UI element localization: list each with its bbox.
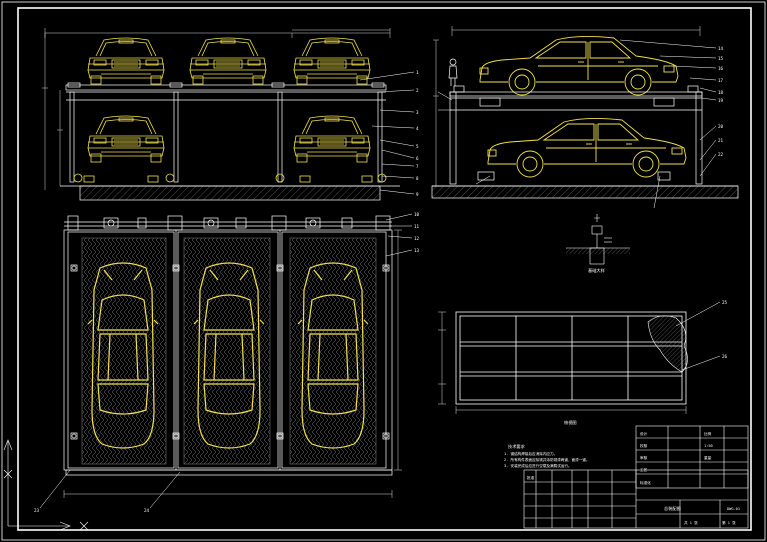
title-block: 设计 校核 审核 工艺 标准化 批准 比例 1:50 重量 共 1 张 第 1 …	[523, 425, 749, 529]
leader-label: 26	[722, 354, 728, 359]
leader-label: 21	[718, 138, 724, 143]
detail-caption: 基础大样	[588, 267, 605, 274]
leader-label: 8	[416, 176, 419, 181]
leader-label: 5	[416, 144, 419, 149]
leader-label: 2	[416, 88, 419, 93]
leader-label: 1	[416, 70, 419, 75]
notes-heading: 技术要求	[508, 443, 526, 450]
leader-label: 4	[416, 126, 419, 131]
axis-symbol-icon	[3, 439, 89, 531]
front-elevation-view: 1 2 3 4 5 6 7 8 9	[42, 28, 419, 201]
title-cell: 共 1 张	[684, 520, 698, 525]
leader-label: 3	[416, 110, 419, 115]
notes-line: 2. 所有构件表面应除锈并涂防锈漆两道，面漆一道。	[504, 457, 590, 462]
base-grid-plan: 25 26 俯视图	[438, 300, 728, 426]
leader-label: 6	[416, 156, 419, 161]
leader-label: 23	[34, 508, 40, 513]
drawing-title: 总装配图	[664, 505, 681, 512]
leader-label: 19	[718, 98, 724, 103]
title-cell: 工艺	[640, 467, 648, 472]
leader-label: 16	[718, 66, 724, 71]
plan-view: 10 11 12 13 23 24	[3, 212, 420, 531]
leader-label: 25	[722, 300, 728, 305]
leader-label: 18	[718, 90, 724, 95]
grid-caption: 俯视图	[564, 419, 577, 426]
leader-label: 17	[718, 78, 724, 83]
title-cell: 审核	[640, 455, 648, 460]
leader-label: 15	[718, 56, 724, 61]
title-cell: 批准	[527, 475, 535, 480]
leader-label: 11	[414, 224, 420, 229]
leader-label: 9	[416, 192, 419, 197]
foundation-detail: 基础大样	[566, 214, 630, 274]
inner-frame	[17, 7, 752, 531]
leader-label: 22	[718, 152, 724, 157]
title-cell: 校核	[640, 443, 648, 448]
leader-label: 13	[414, 248, 420, 253]
notes-line: 1. 钢结构焊接后应消除内应力。	[504, 451, 557, 456]
title-cell: 标准化	[640, 480, 651, 485]
drawing-number: DWG-01	[727, 507, 740, 511]
leader-label: 20	[718, 124, 724, 129]
leader-label: 12	[414, 236, 420, 241]
title-cell: 1:50	[704, 444, 713, 448]
notes-line: 3. 安装完成后应进行空载及满载试运行。	[504, 463, 572, 468]
side-elevation-view: 14 15 16 17 18 19 20 21 22	[431, 26, 739, 209]
technical-notes: 技术要求 1. 钢结构焊接后应消除内应力。 2. 所有构件表面应除锈并涂防锈漆两…	[504, 443, 590, 468]
title-cell: 设计	[640, 431, 648, 436]
title-cell: 比例	[704, 431, 712, 436]
title-cell: 重量	[704, 455, 712, 460]
title-cell: 第 1 张	[722, 520, 736, 525]
leader-label: 7	[416, 164, 419, 169]
leader-label: 24	[144, 508, 150, 513]
leader-label: 14	[718, 46, 724, 51]
leader-label: 10	[414, 212, 420, 217]
